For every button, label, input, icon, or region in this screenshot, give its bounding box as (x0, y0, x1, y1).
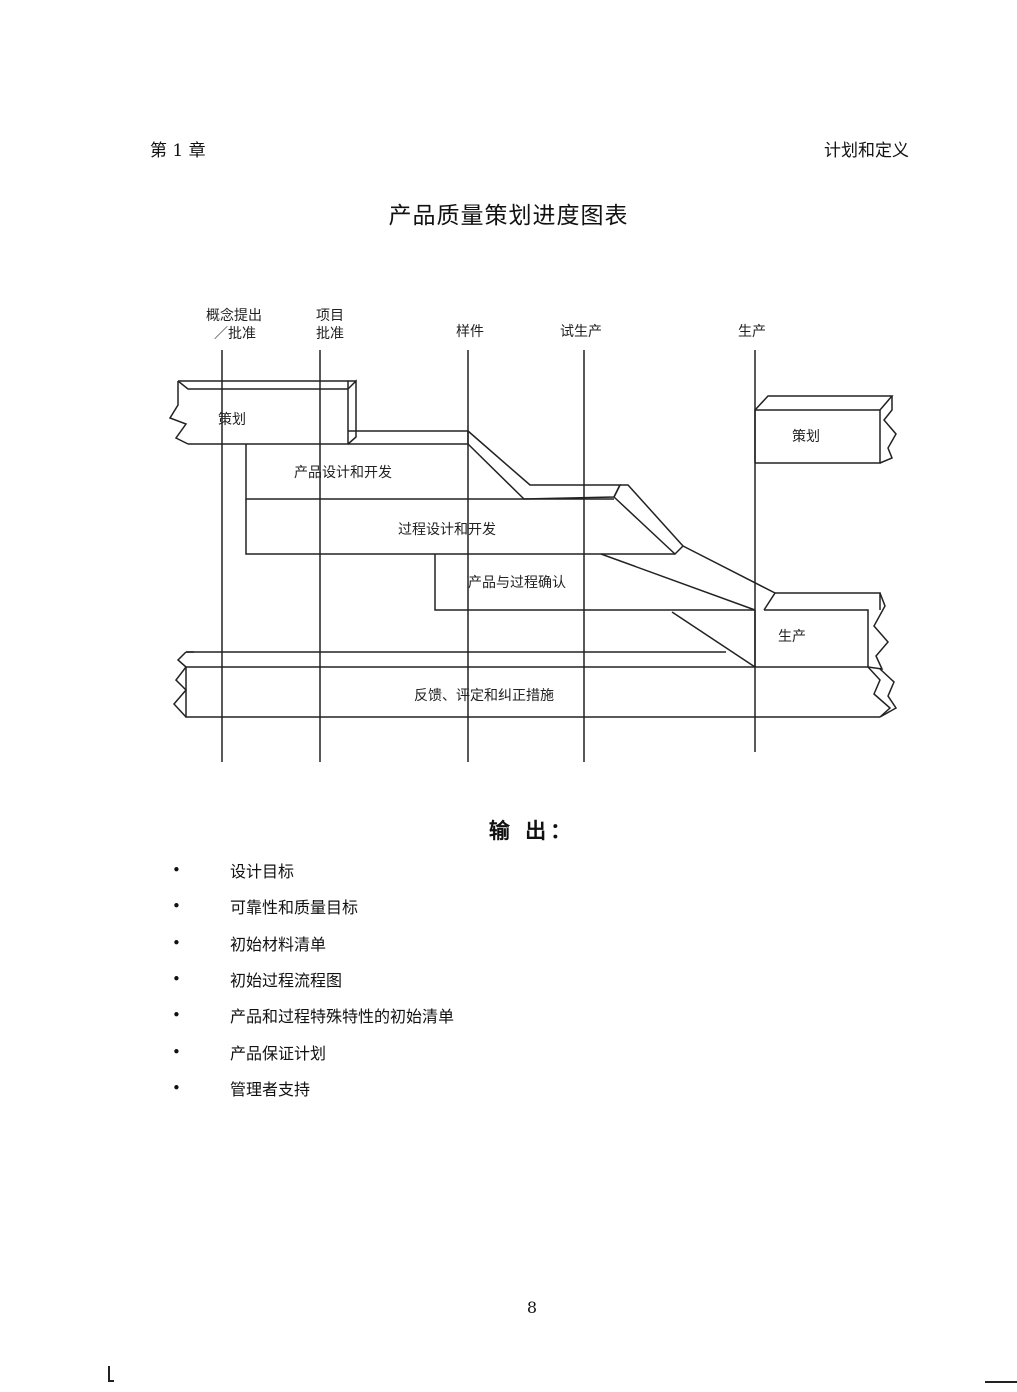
phase-feedback-label: 反馈、评定和纠正措施 (414, 688, 554, 704)
output-item-text: 可靠性和质量目标 (230, 898, 359, 918)
output-item-text: 设计目标 (230, 862, 295, 882)
milestone-prototype-label: 样件 (456, 324, 484, 340)
output-item-text: 管理者支持 (230, 1079, 311, 1099)
feedback-break-right (867, 666, 892, 718)
output-item-text: 产品和过程特殊特性的初始清单 (230, 1007, 455, 1027)
list-item: • 初始材料清单 (172, 925, 454, 961)
section-label: 计划和定义 (824, 141, 909, 161)
phase-planning-next-label: 策划 (792, 428, 820, 445)
bullet-icon: • (172, 970, 181, 989)
phase-validation-label: 产品与过程确认 (468, 575, 566, 591)
milestone-launch-label: 生产 (738, 324, 766, 340)
page-number: 8 (526, 1298, 538, 1317)
scan-edge-mark (985, 1381, 1017, 1383)
list-item: • 初始过程流程图 (172, 961, 454, 997)
scan-corner-mark (108, 1366, 114, 1382)
phase-process-design-label: 过程设计和开发 (398, 522, 496, 538)
phase-product-design-label: 产品设计和开发 (294, 465, 392, 481)
outputs-list: • 设计目标 • 可靠性和质量目标 • 初始材料清单 • 初始过程流程图 • 产品和过程特… (172, 852, 454, 1106)
bullet-icon: • (172, 1078, 181, 1097)
planning-next-bar (754, 395, 897, 464)
list-item: • 产品保证计划 (172, 1033, 454, 1069)
phase-production-label: 生产 (778, 629, 806, 645)
planning-next-break-edge (879, 396, 897, 464)
bullet-icon: • (172, 1042, 181, 1061)
milestone-concept-label: 概念提出 (206, 307, 262, 324)
planning-bar (168, 379, 357, 445)
planning-break-edge (168, 381, 189, 445)
phase-planning-label: 策划 (218, 411, 246, 428)
output-item-text: 产品保证计划 (230, 1043, 327, 1063)
list-item: • 产品和过程特殊特性的初始清单 (172, 997, 454, 1033)
output-item-text: 初始材料清单 (230, 934, 327, 954)
production-break-edge (867, 592, 889, 670)
process-design-bar (245, 484, 685, 556)
list-item: • 设计目标 (172, 852, 454, 888)
milestone-concept-sublabel: ／批准 (214, 326, 256, 342)
list-item: • 管理者支持 (172, 1070, 454, 1106)
feedback-bar (172, 651, 898, 718)
bullet-icon: • (172, 861, 181, 880)
feedback-break-left (172, 666, 188, 718)
bullet-icon: • (172, 1006, 181, 1025)
milestone-pilot-label: 试生产 (560, 324, 602, 340)
bullet-icon: • (172, 897, 181, 916)
bullet-icon: • (172, 933, 181, 952)
chapter-label: 第 1 章 (150, 141, 206, 161)
milestone-project-label: 项目 (316, 308, 344, 324)
page-title: 产品质量策划进度图表 (388, 203, 629, 229)
outputs-heading: 输 出： (488, 818, 576, 843)
milestone-project-sublabel: 批准 (316, 326, 344, 342)
output-item-text: 初始过程流程图 (230, 971, 343, 991)
list-item: • 可靠性和质量目标 (172, 888, 454, 924)
